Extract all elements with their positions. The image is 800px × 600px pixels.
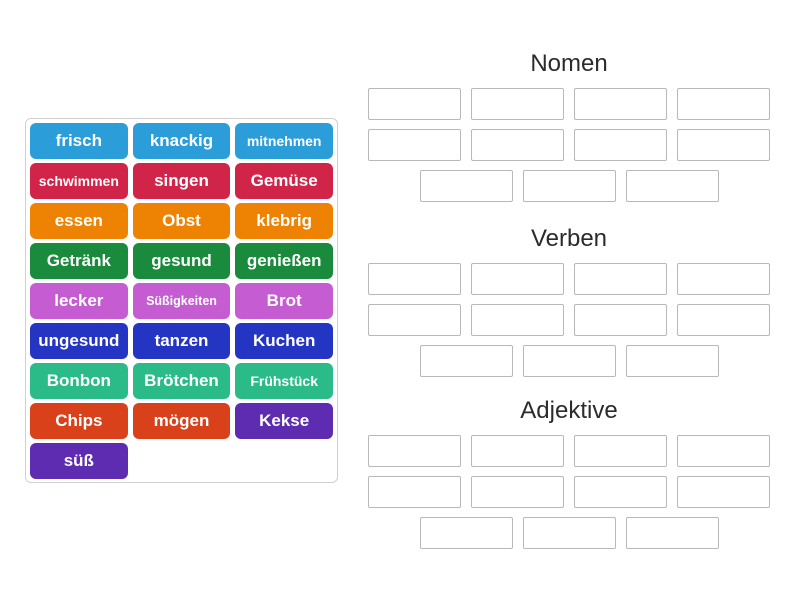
word-tile[interactable]: tanzen: [132, 323, 231, 359]
drop-slot[interactable]: [471, 476, 564, 508]
word-tile[interactable]: essen: [30, 203, 128, 239]
drop-slot[interactable]: [677, 129, 770, 161]
drop-slot[interactable]: [368, 88, 461, 120]
slot-row: [366, 517, 772, 549]
slot-row: [366, 435, 772, 467]
category-group-verben: Verben: [366, 223, 772, 386]
word-tile[interactable]: genießen: [235, 243, 333, 279]
drop-slot[interactable]: [625, 170, 719, 202]
drop-slot[interactable]: [522, 517, 616, 549]
drop-slot[interactable]: [677, 435, 770, 467]
drop-slot[interactable]: [625, 517, 719, 549]
drop-slot[interactable]: [574, 263, 667, 295]
slot-row: [366, 88, 772, 120]
word-tile[interactable]: Brot: [235, 283, 333, 319]
word-tile[interactable]: schwimmen: [30, 163, 128, 199]
drop-slot[interactable]: [574, 435, 667, 467]
drop-slot[interactable]: [471, 88, 564, 120]
word-tile[interactable]: mögen: [132, 403, 231, 439]
slot-row: [366, 129, 772, 161]
word-tile[interactable]: süß: [30, 443, 128, 479]
word-tile[interactable]: ungesund: [30, 323, 128, 359]
drop-slot[interactable]: [368, 304, 461, 336]
drop-slot[interactable]: [574, 476, 667, 508]
word-tile[interactable]: Getränk: [30, 243, 128, 279]
word-tile[interactable]: Chips: [30, 403, 128, 439]
word-tile[interactable]: gesund: [132, 243, 231, 279]
drop-slot[interactable]: [419, 345, 513, 377]
drop-slot[interactable]: [625, 345, 719, 377]
drop-slot[interactable]: [574, 88, 667, 120]
word-tile[interactable]: singen: [132, 163, 231, 199]
drop-slot[interactable]: [471, 435, 564, 467]
word-tile[interactable]: Frühstück: [235, 363, 333, 399]
word-tile[interactable]: Obst: [132, 203, 231, 239]
drop-slot[interactable]: [677, 304, 770, 336]
drop-slot[interactable]: [471, 129, 564, 161]
drop-slot[interactable]: [522, 170, 616, 202]
drop-slot[interactable]: [368, 435, 461, 467]
word-tile[interactable]: knackig: [132, 123, 231, 159]
drop-slot[interactable]: [368, 263, 461, 295]
word-tile[interactable]: Kekse: [235, 403, 333, 439]
word-tile[interactable]: klebrig: [235, 203, 333, 239]
slot-row: [366, 263, 772, 295]
drop-slot[interactable]: [419, 517, 513, 549]
word-tile[interactable]: Kuchen: [235, 323, 333, 359]
drop-slot[interactable]: [677, 88, 770, 120]
category-title: Verben: [530, 225, 608, 252]
drop-slot[interactable]: [368, 476, 461, 508]
drop-slot[interactable]: [419, 170, 513, 202]
category-group-adjektive: Adjektive: [366, 395, 772, 558]
word-tile[interactable]: Süßigkeiten: [132, 283, 231, 319]
slot-row: [366, 170, 772, 202]
drop-slot[interactable]: [471, 263, 564, 295]
word-tile[interactable]: Gemüse: [235, 163, 333, 199]
category-title: Nomen: [530, 50, 608, 77]
word-tile[interactable]: frisch: [30, 123, 128, 159]
drop-slot[interactable]: [471, 304, 564, 336]
drop-slot[interactable]: [522, 345, 616, 377]
slot-row: [366, 304, 772, 336]
drop-slot[interactable]: [677, 476, 770, 508]
word-tile[interactable]: Bonbon: [30, 363, 128, 399]
drop-slot[interactable]: [574, 129, 667, 161]
category-title: Adjektive: [520, 397, 618, 424]
slot-row: [366, 345, 772, 377]
word-tile[interactable]: lecker: [30, 283, 128, 319]
drop-slot[interactable]: [677, 263, 770, 295]
slot-row: [366, 476, 772, 508]
drop-slot[interactable]: [368, 129, 461, 161]
drop-slot[interactable]: [574, 304, 667, 336]
word-tile[interactable]: mitnehmen: [235, 123, 333, 159]
word-tile[interactable]: Brötchen: [132, 363, 231, 399]
category-group-nomen: Nomen: [366, 48, 772, 211]
